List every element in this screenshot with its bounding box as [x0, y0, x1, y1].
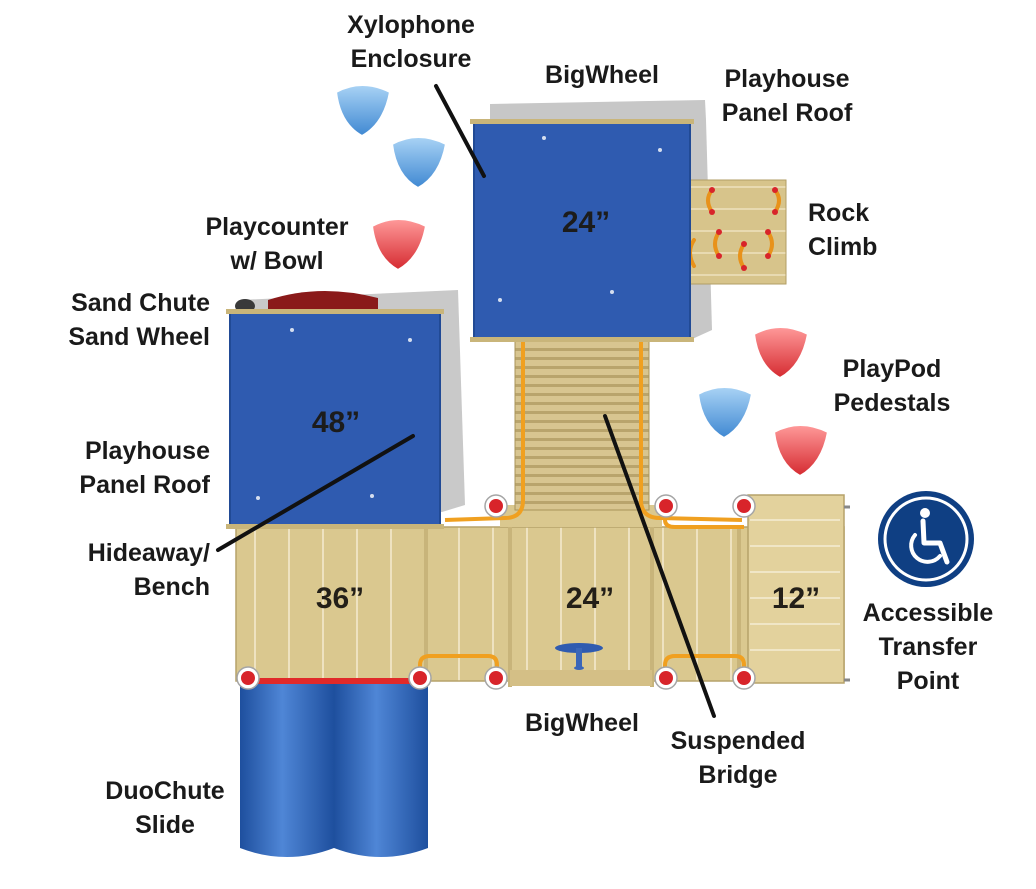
playpods	[334, 84, 830, 478]
label-line: Playhouse	[84, 437, 210, 465]
height-roof-top: 24”	[561, 206, 611, 239]
label-line: Panel Roof	[721, 99, 853, 127]
playpod-red-2	[752, 326, 810, 380]
label-duochute-slide: DuoChute Slide	[80, 774, 250, 842]
deck-rails	[418, 508, 746, 680]
leader-lines	[216, 84, 716, 718]
label-line: Accessible	[862, 599, 994, 627]
accessible-icon	[878, 491, 974, 587]
label-line: w/ Bowl	[230, 247, 324, 275]
label-accessible-transfer-point: Accessible Transfer Point	[846, 596, 1010, 698]
label-line: Enclosure	[350, 45, 472, 73]
label-line: Sand Wheel	[68, 323, 210, 351]
bigwheel-drawing	[555, 643, 603, 670]
height-deck-right: 12”	[771, 582, 821, 615]
label-playhouse-panel-roof-left: Playhouse Panel Roof	[38, 434, 210, 502]
label-xylophone-enclosure: Xylophone Enclosure	[326, 8, 496, 76]
label-line: Suspended	[670, 727, 806, 755]
rock-climb-drawing	[685, 179, 787, 285]
playpod-blue-3	[696, 386, 754, 440]
label-playhouse-panel-roof-top: Playhouse Panel Roof	[702, 62, 872, 130]
label-suspended-bridge: Suspended Bridge	[646, 724, 830, 792]
roof-top	[470, 119, 694, 342]
label-rock-climb: Rock Climb	[808, 196, 918, 264]
slide-drawing	[240, 678, 428, 857]
label-line: Transfer	[878, 633, 978, 661]
label-line: Bridge	[698, 761, 778, 789]
label-line: Playhouse	[724, 65, 850, 93]
label-line: Playcounter	[205, 213, 349, 241]
label-playcounter: Playcounter w/ Bowl	[190, 210, 364, 278]
label-line: Hideaway/	[87, 539, 210, 567]
deck-platform	[235, 494, 850, 687]
label-line: Bench	[133, 573, 210, 601]
roof-left	[226, 309, 444, 529]
label-line: DuoChute	[105, 777, 225, 805]
posts	[236, 494, 756, 690]
label-bigwheel-top: BigWheel	[545, 61, 659, 89]
label-line: Pedestals	[833, 389, 951, 417]
playpod-blue-2	[390, 136, 448, 190]
label-line: Sand Chute	[71, 289, 210, 317]
height-deck-left: 36”	[315, 582, 365, 615]
label-playpod-pedestals: PlayPod Pedestals	[818, 352, 966, 420]
playpod-blue-1	[334, 84, 392, 138]
label-line: Climb	[808, 233, 878, 261]
label-line: Rock	[808, 199, 870, 227]
label-line: Panel Roof	[79, 471, 210, 499]
label-line: Point	[896, 667, 960, 695]
playpod-red-1	[370, 218, 428, 272]
label-line: PlayPod	[842, 355, 942, 383]
label-sand-chute-wheel: Sand Chute Sand Wheel	[20, 286, 210, 354]
label-line: Xylophone	[347, 11, 475, 39]
height-roof-left: 48”	[311, 406, 361, 439]
label-line: Slide	[135, 811, 195, 839]
label-hideaway-bench: Hideaway/ Bench	[40, 536, 210, 604]
bridge-drawing	[444, 339, 743, 522]
label-bigwheel-bottom: BigWheel	[525, 709, 639, 737]
playpod-red-3	[772, 424, 830, 478]
height-deck-center: 24”	[565, 582, 615, 615]
